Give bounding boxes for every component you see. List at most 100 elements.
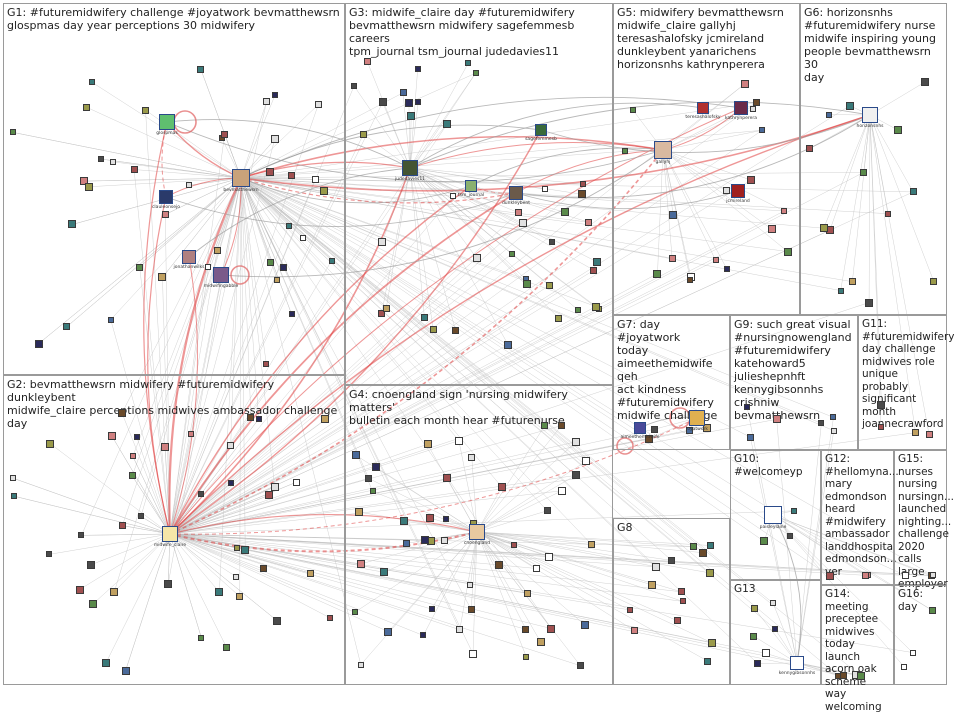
graph-node[interactable] <box>420 632 426 638</box>
graph-node[interactable] <box>286 223 292 229</box>
graph-node[interactable] <box>424 440 432 448</box>
graph-node[interactable] <box>372 463 380 471</box>
graph-node[interactable] <box>272 92 278 98</box>
graph-node[interactable] <box>421 536 429 544</box>
graph-node[interactable] <box>669 255 676 262</box>
graph-node-joyatwork[interactable] <box>689 410 705 426</box>
graph-node[interactable] <box>380 568 388 576</box>
graph-node[interactable] <box>744 404 750 410</box>
graph-node[interactable] <box>524 590 531 597</box>
graph-node-tsm_journal[interactable] <box>465 180 477 192</box>
graph-node[interactable] <box>651 426 658 433</box>
graph-node[interactable] <box>260 565 267 572</box>
graph-node-kennygibsonnhs[interactable] <box>790 656 804 670</box>
graph-node[interactable] <box>452 327 459 334</box>
graph-node[interactable] <box>138 513 144 519</box>
graph-node[interactable] <box>108 432 116 440</box>
graph-node[interactable] <box>443 516 449 522</box>
graph-node-glospmas[interactable] <box>159 114 175 130</box>
graph-node[interactable] <box>708 639 716 647</box>
graph-node[interactable] <box>706 569 714 577</box>
graph-node[interactable] <box>215 588 223 596</box>
graph-node[interactable] <box>415 99 421 105</box>
graph-node[interactable] <box>465 60 471 66</box>
graph-node[interactable] <box>585 219 592 226</box>
graph-node-teresashalofsky[interactable] <box>697 102 709 114</box>
graph-node[interactable] <box>498 483 506 491</box>
graph-node[interactable] <box>274 277 280 283</box>
graph-node[interactable] <box>83 104 90 111</box>
graph-node[interactable] <box>511 542 517 548</box>
graph-node[interactable] <box>198 491 204 497</box>
graph-node[interactable] <box>407 112 415 120</box>
graph-node[interactable] <box>588 541 595 548</box>
graph-node[interactable] <box>561 208 569 216</box>
graph-node[interactable] <box>63 323 70 330</box>
graph-node[interactable] <box>533 565 540 572</box>
graph-node[interactable] <box>98 156 104 162</box>
graph-node[interactable] <box>221 131 228 138</box>
graph-node[interactable] <box>631 627 638 634</box>
graph-node[interactable] <box>403 540 410 547</box>
graph-node[interactable] <box>680 598 686 604</box>
graph-node[interactable] <box>910 650 916 656</box>
graph-node[interactable] <box>830 414 836 420</box>
graph-node[interactable] <box>768 225 776 233</box>
graph-node[interactable] <box>826 572 834 580</box>
graph-node[interactable] <box>773 415 781 423</box>
graph-node[interactable] <box>357 560 365 568</box>
graph-node[interactable] <box>747 434 754 441</box>
graph-node[interactable] <box>307 570 314 577</box>
graph-node[interactable] <box>902 572 909 579</box>
graph-node[interactable] <box>110 159 116 165</box>
graph-node[interactable] <box>546 282 553 289</box>
graph-node[interactable] <box>293 479 300 486</box>
graph-node[interactable] <box>327 615 333 621</box>
graph-node[interactable] <box>781 208 787 214</box>
graph-node[interactable] <box>648 581 656 589</box>
graph-node[interactable] <box>770 600 776 606</box>
graph-node[interactable] <box>509 251 515 257</box>
graph-node[interactable] <box>234 545 240 551</box>
graph-node[interactable] <box>926 431 933 438</box>
graph-node[interactable] <box>885 211 891 217</box>
graph-node[interactable] <box>76 586 84 594</box>
graph-node[interactable] <box>214 247 221 254</box>
graph-node[interactable] <box>857 672 865 680</box>
graph-node[interactable] <box>545 553 553 561</box>
graph-node[interactable] <box>707 542 714 549</box>
graph-node[interactable] <box>256 416 262 422</box>
graph-node[interactable] <box>592 303 600 311</box>
graph-node[interactable] <box>468 454 475 461</box>
graph-node[interactable] <box>158 273 166 281</box>
graph-node[interactable] <box>267 259 274 266</box>
graph-node[interactable] <box>544 507 551 514</box>
graph-node[interactable] <box>227 442 234 449</box>
graph-node[interactable] <box>131 166 138 173</box>
graph-node[interactable] <box>930 278 937 285</box>
graph-node[interactable] <box>865 299 873 307</box>
graph-node[interactable] <box>627 607 633 613</box>
graph-node-midwife_claire[interactable] <box>162 526 178 542</box>
graph-node-dunkleybent[interactable] <box>509 186 523 200</box>
graph-node[interactable] <box>108 317 114 323</box>
graph-node[interactable] <box>228 480 234 486</box>
graph-node[interactable] <box>162 211 169 218</box>
graph-node[interactable] <box>473 70 479 76</box>
graph-node[interactable] <box>384 628 392 636</box>
graph-node[interactable] <box>831 428 837 434</box>
graph-node[interactable] <box>469 650 477 658</box>
graph-node[interactable] <box>455 437 463 445</box>
graph-node[interactable] <box>379 98 387 106</box>
graph-node[interactable] <box>929 607 936 614</box>
graph-node[interactable] <box>630 107 636 113</box>
graph-node[interactable] <box>383 305 390 312</box>
graph-node[interactable] <box>68 220 76 228</box>
graph-node[interactable] <box>578 190 586 198</box>
graph-node[interactable] <box>504 341 512 349</box>
graph-node[interactable] <box>713 257 719 263</box>
graph-node-aimeethemidwife[interactable] <box>634 422 646 434</box>
graph-node[interactable] <box>271 135 279 143</box>
graph-node-judedavies11[interactable] <box>402 160 418 176</box>
graph-node[interactable] <box>352 609 358 615</box>
